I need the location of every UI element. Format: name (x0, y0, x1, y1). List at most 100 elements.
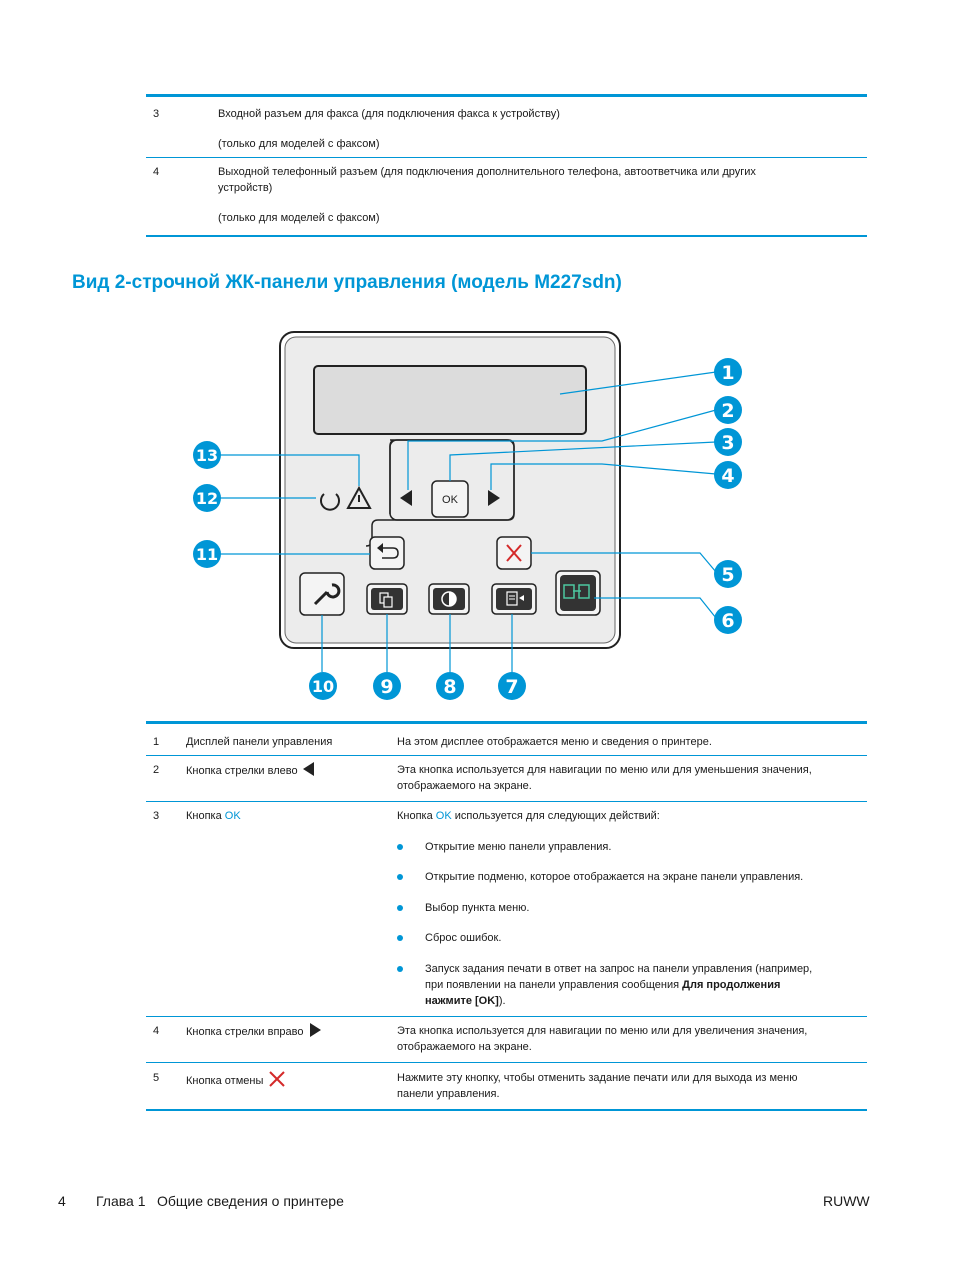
document-icon (506, 591, 518, 606)
row-note: (только для моделей с факсом) (218, 212, 380, 224)
ok-label: OK (224, 810, 241, 822)
callout-11: 11 (193, 540, 221, 568)
callout-7: 7 (498, 672, 526, 700)
bullet-marker (397, 966, 403, 972)
callout-10: 10 (309, 672, 337, 700)
callout-5: 5 (714, 560, 742, 588)
bullet-text: ). (498, 995, 506, 1007)
cancel-icon (269, 1071, 286, 1087)
table-row: 1 Дисплей панели управления На этом дисп… (146, 724, 867, 756)
row-name-text: Кнопка (186, 810, 222, 822)
row-name: Кнопка стрелки влево (186, 762, 315, 779)
row-text: Выходной телефонный разъем (для подключе… (218, 166, 756, 178)
svg-text:8: 8 (443, 676, 456, 698)
callout-3: 3 (714, 428, 742, 456)
row-name-text: Кнопка стрелки влево (186, 765, 298, 777)
row-desc: На этом дисплее отображается меню и свед… (397, 736, 712, 748)
svg-text:13: 13 (196, 446, 218, 465)
desc-post: используется для следующих действий: (454, 810, 660, 822)
leader-lines (220, 371, 717, 672)
locale-code: RUWW (823, 1193, 870, 1209)
row-name: Дисплей панели управления (186, 736, 333, 748)
row-number: 3 (153, 108, 160, 120)
svg-text:4: 4 (721, 465, 734, 487)
bullet-marker (397, 905, 403, 911)
bullet-item: Запуск задания печати в ответ на запрос … (425, 963, 813, 975)
wrench-icon (313, 583, 341, 606)
row-text-cont: устройств) (218, 182, 273, 194)
table-row: 5 Кнопка отмены Нажмите эту кнопку, чтоб… (146, 1063, 867, 1111)
back-icon (380, 547, 399, 559)
left-arrow-icon (400, 490, 412, 506)
svg-text:5: 5 (721, 564, 734, 586)
row-name: Кнопка стрелки вправо (186, 1023, 321, 1040)
row-desc: Кнопка OK используется для следующих дей… (397, 808, 660, 824)
back-button (369, 536, 405, 570)
table-row: 3 Входной разъем для факса (для подключе… (146, 97, 867, 158)
table-row: 4 Выходной телефонный разъем (для подклю… (146, 158, 867, 237)
table-row: 4 Кнопка стрелки вправо Эта кнопка испол… (146, 1017, 867, 1063)
bullet-text: при появлении на панели управления сообщ… (425, 979, 680, 991)
bullet-item: Сброс ошибок. (425, 932, 502, 944)
svg-text:6: 6 (721, 610, 734, 632)
svg-text:12: 12 (196, 489, 218, 508)
row-name: Кнопка OK (186, 808, 241, 824)
callout-8: 8 (436, 672, 464, 700)
row-desc-cont: панели управления. (397, 1088, 500, 1100)
desc-pre: Кнопка (397, 810, 433, 822)
row-desc-cont: отображаемого на экране. (397, 780, 532, 792)
callout-9: 9 (373, 672, 401, 700)
chapter-title: Общие сведения о принтере (157, 1193, 344, 1209)
svg-text:7: 7 (505, 676, 518, 698)
table-top-rule (146, 721, 867, 724)
row-number: 1 (153, 736, 160, 748)
bullet-marker (397, 844, 403, 850)
row-number: 2 (153, 764, 160, 776)
bullet-marker (397, 935, 403, 941)
svg-text:1: 1 (721, 362, 734, 384)
row-desc-cont: отображаемого на экране. (397, 1041, 532, 1053)
ok-label: OK (435, 810, 452, 822)
description-table: 1 Дисплей панели управления На этом дисп… (146, 721, 867, 1111)
control-panel-diagram: OK (193, 331, 742, 700)
row-name: Кнопка отмены (186, 1070, 286, 1089)
row-desc: Эта кнопка используется для навигации по… (397, 1025, 808, 1037)
callout-2: 2 (714, 396, 742, 424)
table-row: 3 Кнопка OK Кнопка OK используется для с… (146, 802, 867, 1017)
svg-text:3: 3 (721, 432, 734, 454)
lcd-display (313, 365, 587, 435)
chapter-label: Глава 1 (96, 1193, 146, 1209)
bullet-bold: нажмите [OK] (425, 995, 499, 1007)
row-desc: Эта кнопка используется для навигации по… (397, 764, 812, 776)
table-row: 2 Кнопка стрелки влево Эта кнопка исполь… (146, 756, 867, 802)
ready-icon (320, 493, 340, 511)
bullet-item-cont: при появлении на панели управления сообщ… (425, 977, 780, 993)
row-text: Входной разъем для факса (для подключени… (218, 108, 560, 120)
ok-button-label: OK (442, 494, 459, 506)
row-number: 4 (153, 1025, 160, 1037)
bullet-item: Выбор пункта меню. (425, 902, 530, 914)
callout-6: 6 (714, 606, 742, 634)
right-arrow-icon (309, 1023, 321, 1037)
row-name-text: Кнопка отмены (186, 1075, 264, 1087)
right-arrow-icon (488, 490, 500, 506)
callout-13: 13 (193, 441, 221, 469)
callout-1: 1 (714, 358, 742, 386)
row-number: 5 (153, 1072, 160, 1084)
row-note: (только для моделей с факсом) (218, 138, 380, 150)
bullet-bold: Для продолжения (682, 979, 781, 991)
bullet-item: Открытие меню панели управления. (425, 841, 612, 853)
row-name-text: Кнопка стрелки вправо (186, 1026, 304, 1038)
bullet-item: Открытие подменю, которое отображается н… (425, 871, 804, 883)
bullet-item-cont: нажмите [OK]). (425, 993, 506, 1009)
top-table: 3 Входной разъем для факса (для подключе… (146, 94, 867, 237)
page-number: 4 (58, 1193, 66, 1209)
attention-icon (346, 485, 372, 509)
row-desc: Нажмите эту кнопку, чтобы отменить задан… (397, 1072, 798, 1084)
svg-text:11: 11 (196, 545, 218, 564)
section-title: Вид 2-строчной ЖК-панели управления (мод… (72, 272, 622, 293)
svg-text:10: 10 (312, 677, 334, 696)
table-top-rule (146, 94, 867, 97)
row-number: 4 (153, 166, 160, 178)
callout-12: 12 (193, 484, 221, 512)
